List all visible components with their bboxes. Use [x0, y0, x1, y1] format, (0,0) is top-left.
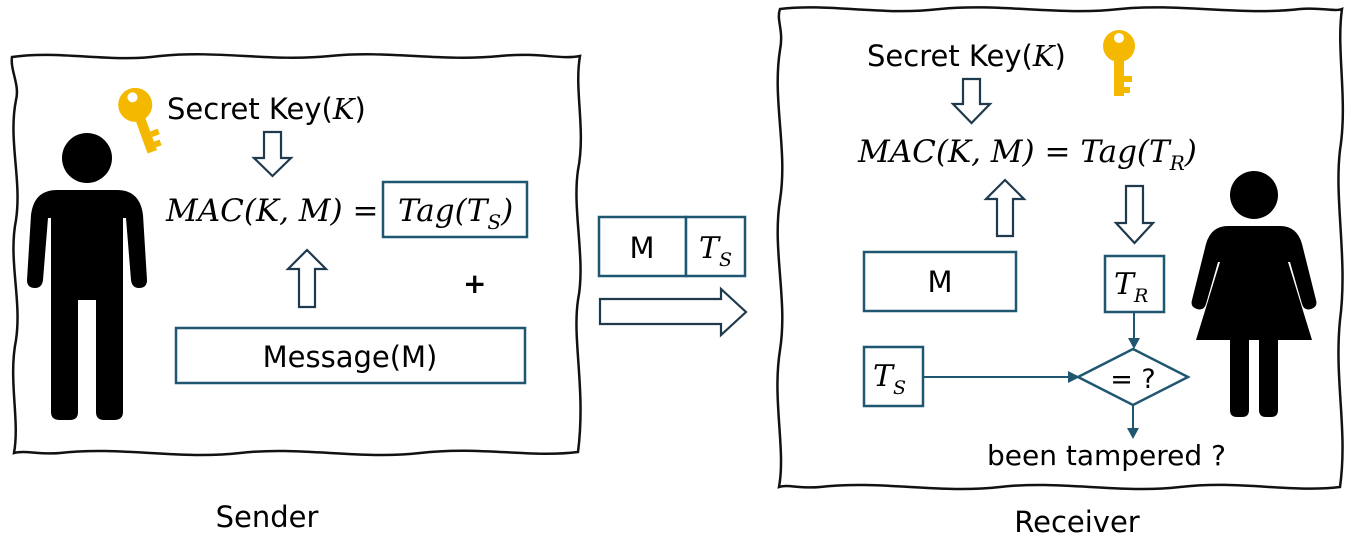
transmitted-tag-box [684, 215, 747, 278]
sender-key-down-arrow [251, 130, 294, 178]
receiver-panel: Secret Key(K) MAC(K, M) = Tag(TR) M TR [776, 6, 1345, 491]
transmitted-message-label: M [629, 231, 654, 265]
sender-message-up-arrow [285, 248, 329, 309]
woman-icon [1191, 171, 1317, 417]
receiver-tag-s-box [862, 345, 925, 408]
result-label: been tampered ? [987, 439, 1226, 472]
sender-message-box [174, 326, 527, 385]
tag-s-to-compare-arrowhead [1068, 371, 1080, 383]
transmitted-tag-label: TS [699, 231, 732, 271]
man-icon [27, 133, 147, 420]
transmitted-message-box [597, 215, 688, 278]
compare-to-result-arrowhead [1127, 428, 1139, 439]
key-icon [1103, 30, 1135, 96]
receiver-message-label: M [927, 265, 952, 299]
transmission: M TS [597, 215, 748, 338]
receiver-tag-down-arrow [1113, 184, 1156, 245]
receiver-tag-r-box [1103, 254, 1166, 314]
receiver-tag-r-label: TR [1114, 267, 1148, 307]
tag-r-to-compare-arrowhead [1128, 338, 1140, 349]
receiver-mac-expression: MAC(K, M) = Tag(TR) [857, 134, 1197, 175]
sender-message-label: Message(M) [263, 340, 438, 374]
sender-tag-label: Tag(TS) [398, 193, 513, 234]
receiver-message-up-arrow [983, 178, 1027, 238]
plus-sign: + [463, 267, 486, 300]
compare-label: = ? [1110, 364, 1156, 395]
transmission-arrow-icon [598, 286, 748, 338]
receiver-tag-s-label: TS [873, 359, 906, 399]
receiver-message-box [862, 250, 1018, 313]
receiver-key-down-arrow [950, 77, 993, 125]
sender-mac-expression: MAC(K, M) = [165, 193, 378, 229]
receiver-secret-key-label: Secret Key(K) [867, 39, 1066, 73]
sender-panel: Secret Key(K) MAC(K, M) = Tag(TS) + Mess… [10, 53, 583, 457]
receiver-caption: Receiver [1014, 505, 1140, 539]
key-icon [118, 87, 162, 154]
sender-tag-box [381, 180, 529, 239]
sender-caption: Sender [216, 500, 319, 534]
sender-secret-key-label: Secret Key(K) [167, 92, 366, 126]
